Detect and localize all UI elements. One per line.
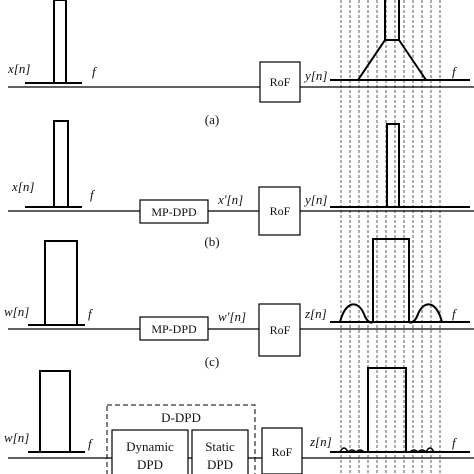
mid-label: w'[n]	[218, 309, 246, 324]
output-freq-label: f	[452, 435, 458, 450]
rof-label: RoF	[272, 445, 293, 459]
rof-label: RoF	[270, 323, 291, 337]
output-freq-label: f	[452, 306, 458, 321]
left-residual-ripple	[339, 447, 365, 454]
input-spectrum	[53, 0, 67, 84]
input-label: x[n]	[11, 179, 34, 194]
mp-dpd-block	[139, 316, 209, 341]
output-label: z[n]	[304, 306, 327, 321]
rof-block	[259, 61, 301, 103]
mid-label: x'[n]	[217, 192, 243, 207]
mp-dpd-block	[139, 199, 209, 224]
dashed-reference-lines	[340, 0, 441, 474]
rof-block	[261, 427, 303, 474]
static-dpd-block	[191, 429, 249, 474]
mp-dpd-label: MP-DPD	[151, 322, 197, 336]
input-spectrum	[53, 120, 69, 208]
right-distortion-lobe	[408, 303, 443, 324]
panel-b: x[n] f MP-DPD x'[n] RoF y[n] (b)	[8, 120, 474, 249]
d-dpd-label: D-DPD	[161, 410, 201, 425]
freq-label: f	[92, 64, 98, 79]
caption-c: (c)	[205, 354, 219, 369]
right-residual-ripple	[409, 447, 435, 454]
input-label: w[n]	[4, 430, 29, 445]
panel-d: w[n] f D-DPD Dynamic DPD Static DPD RoF …	[4, 367, 474, 474]
output-label: z[n]	[309, 434, 332, 449]
caption-a: (a)	[205, 112, 219, 127]
panel-c: w[n] f MP-DPD w'[n] RoF z[n] f (c)	[4, 238, 474, 369]
rof-label: RoF	[270, 204, 291, 218]
rof-block	[258, 303, 301, 357]
dynamic-dpd-block	[111, 429, 189, 474]
output-label: y[n]	[303, 68, 327, 83]
output-label: y[n]	[303, 192, 327, 207]
output-spectrum	[367, 367, 407, 453]
left-distortion-lobe	[339, 303, 374, 324]
dynamic-dpd-line1: Dynamic	[126, 439, 174, 454]
output-freq-label: f	[452, 64, 458, 79]
dynamic-dpd-line2: DPD	[137, 457, 163, 472]
output-spectrum	[386, 123, 400, 208]
static-dpd-line2: DPD	[207, 457, 233, 472]
caption-b: (b)	[204, 234, 219, 249]
freq-label: f	[88, 436, 94, 451]
input-label: x[n]	[7, 61, 30, 76]
input-spectrum	[44, 240, 78, 326]
input-spectrum	[39, 370, 71, 453]
rof-label: RoF	[270, 75, 291, 89]
static-dpd-line1: Static	[205, 439, 235, 454]
output-spectrum	[372, 238, 410, 323]
mp-dpd-label: MP-DPD	[151, 205, 197, 219]
freq-label: f	[90, 187, 96, 202]
rof-block	[258, 186, 301, 236]
d-dpd-group	[106, 404, 256, 474]
freq-label: f	[88, 306, 94, 321]
input-label: w[n]	[4, 304, 29, 319]
panel-a: x[n] f RoF y[n] f (a)	[7, 0, 474, 127]
